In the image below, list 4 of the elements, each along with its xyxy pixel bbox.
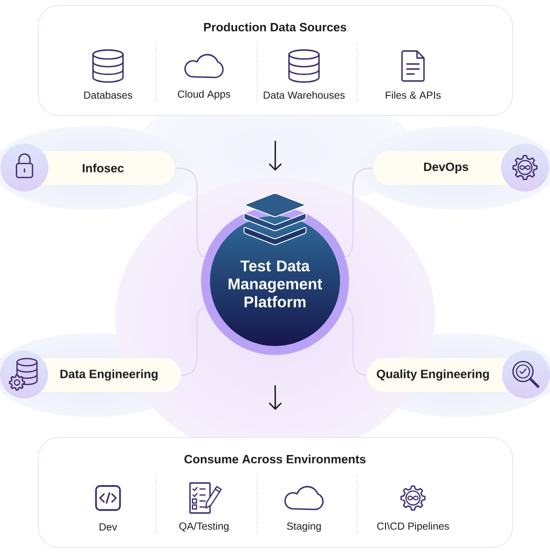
item-label: Staging: [287, 522, 321, 532]
item-label: Dev: [100, 523, 118, 531]
item-label: CI\CD Pipelines: [377, 522, 449, 532]
item-label: QA/Testing: [179, 522, 229, 532]
